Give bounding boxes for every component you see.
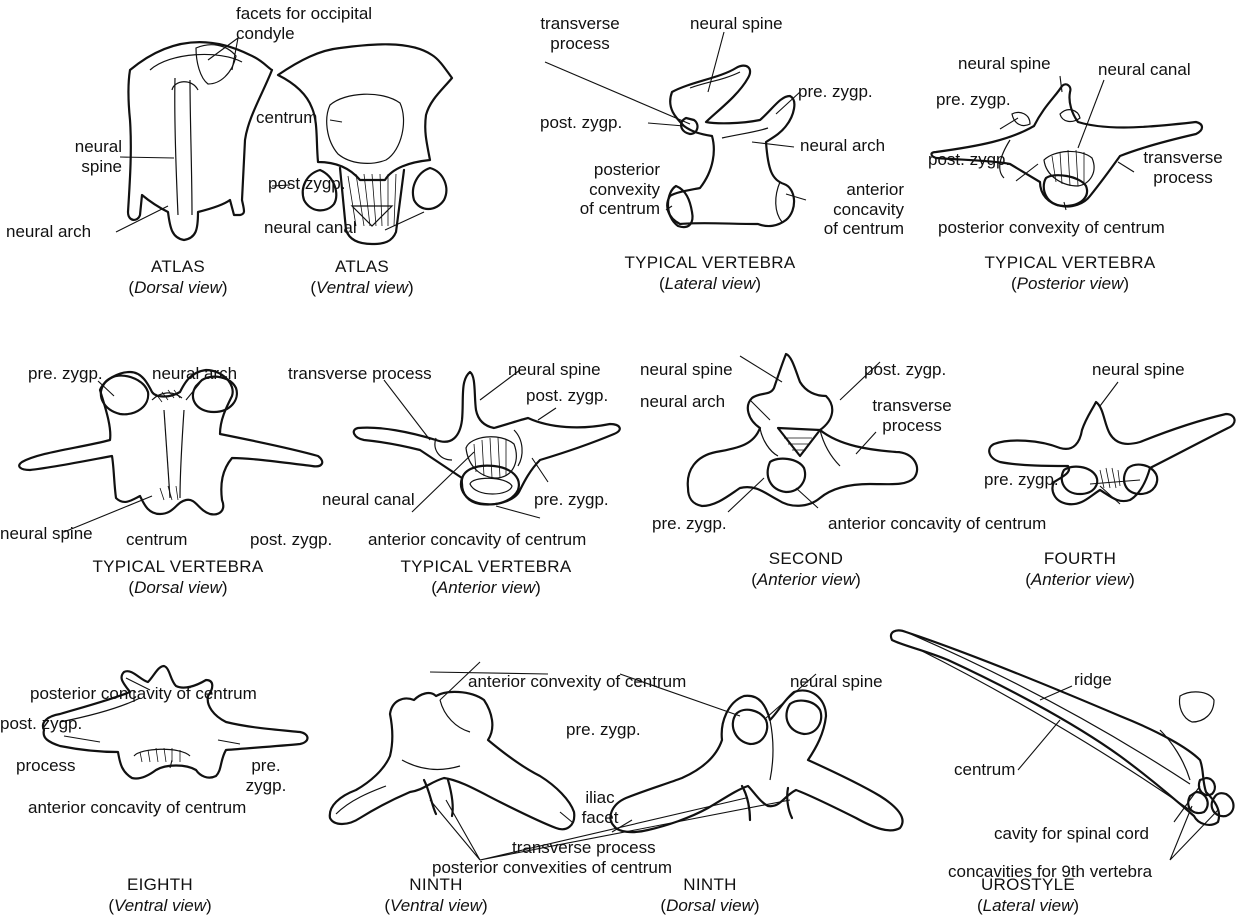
label-fourth-neural-spine: neural spine: [1092, 360, 1185, 380]
typical-dorsal-drawing: [19, 370, 322, 514]
caption-typical-lateral: TYPICAL VERTEBRA(Lateral view): [600, 252, 820, 295]
label-dorsal-pre-zygp: pre. zygp.: [28, 364, 103, 384]
label-second-pre-zygp: pre. zygp.: [652, 514, 727, 534]
label-urostyle-ridge: ridge: [1074, 670, 1112, 690]
label-lateral-pre-zygp: pre. zygp.: [798, 82, 873, 102]
label-eighth-posterior-concavity: posterior concavity of centrum: [30, 684, 257, 704]
label-eighth-process: process: [16, 756, 76, 776]
atlas-ventral-drawing: [278, 44, 452, 244]
label-atlas-post-zygp: post zygp.: [268, 174, 346, 194]
caption-second: SECOND(Anterior view): [726, 548, 886, 591]
label-ninth-pre-zygp: pre. zygp.: [566, 720, 641, 740]
ninth-ventral-drawing: [330, 692, 574, 829]
label-urostyle-cavity: cavity for spinal cord: [994, 824, 1149, 844]
urostyle-drawing: [891, 630, 1234, 824]
label-dorsal-post-zygp: post. zygp.: [250, 530, 332, 550]
label-posterior-transverse-process: transverse process: [1128, 148, 1238, 187]
label-atlas-neural-canal: neural canal: [264, 218, 357, 238]
label-second-post-zygp: post. zygp.: [864, 360, 946, 380]
label-anterior-neural-spine: neural spine: [508, 360, 601, 380]
caption-typical-posterior: TYPICAL VERTEBRA(Posterior view): [960, 252, 1180, 295]
label-anterior-concavity: anterior concavity of centrum: [368, 530, 586, 550]
label-lateral-transverse-process: transverse process: [530, 14, 630, 53]
label-fourth-pre-zygp: pre. zygp.: [984, 470, 1059, 490]
label-lateral-anterior-concavity: anterior concavity of centrum: [800, 180, 904, 239]
label-eighth-post-zygp: post. zygp.: [0, 714, 82, 734]
label-dorsal-neural-arch: neural arch: [152, 364, 237, 384]
label-lateral-neural-arch: neural arch: [800, 136, 885, 156]
label-atlas-neural-arch: neural arch: [6, 222, 91, 242]
label-ninth-anterior-convexity: anterior convexity of centrum: [468, 672, 686, 692]
label-posterior-neural-spine: neural spine: [958, 54, 1051, 74]
label-posterior-convexity: posterior convexity of centrum: [938, 218, 1165, 238]
label-ninth-iliac-facet: iliac facet: [570, 788, 630, 827]
label-second-neural-arch: neural arch: [640, 392, 725, 412]
caption-ninth-ventral: NINTH(Ventral view): [366, 874, 506, 917]
label-eighth-pre-zygp: pre. zygp.: [236, 756, 296, 795]
label-atlas-centrum: centrum: [256, 108, 317, 128]
caption-urostyle: UROSTYLE(Lateral view): [958, 874, 1098, 917]
label-dorsal-neural-spine: neural spine: [0, 524, 93, 544]
caption-ninth-dorsal: NINTH(Dorsal view): [640, 874, 780, 917]
label-facets-occipital: facets for occipital condyle: [236, 4, 372, 43]
caption-fourth: FOURTH(Anterior view): [1000, 548, 1160, 591]
atlas-dorsal-drawing: [128, 42, 272, 240]
caption-typical-dorsal: TYPICAL VERTEBRA(Dorsal view): [68, 556, 288, 599]
label-anterior-neural-canal: neural canal: [322, 490, 415, 510]
label-ninth-neural-spine: neural spine: [790, 672, 883, 692]
label-anterior-post-zygp: post. zygp.: [526, 386, 608, 406]
label-ninth-transverse-process: transverse process: [512, 838, 656, 858]
label-posterior-post-zygp: post. zygp.: [928, 150, 1010, 170]
label-lateral-neural-spine: neural spine: [690, 14, 783, 34]
label-second-neural-spine: neural spine: [640, 360, 733, 380]
label-dorsal-centrum: centrum: [126, 530, 187, 550]
ninth-dorsal-drawing: [610, 690, 902, 832]
typical-lateral-drawing: [667, 66, 794, 227]
label-eighth-anterior-concavity: anterior concavity of centrum: [28, 798, 246, 818]
label-posterior-neural-canal: neural canal: [1098, 60, 1191, 80]
label-anterior-transverse-process: transverse process: [288, 364, 432, 384]
caption-typical-anterior: TYPICAL VERTEBRA(Anterior view): [376, 556, 596, 599]
caption-atlas-ventral: ATLAS(Ventral view): [282, 256, 442, 299]
caption-eighth: EIGHTH(Ventral view): [90, 874, 230, 917]
caption-atlas-dorsal: ATLAS(Dorsal view): [98, 256, 258, 299]
label-atlas-neural-spine: neural spine: [52, 137, 122, 176]
label-anterior-pre-zygp: pre. zygp.: [534, 490, 609, 510]
label-second-anterior-concavity: anterior concavity of centrum: [828, 514, 1046, 534]
label-urostyle-centrum: centrum: [954, 760, 1015, 780]
label-second-transverse-process: transverse process: [862, 396, 962, 435]
label-posterior-pre-zygp: pre. zygp.: [936, 90, 1011, 110]
label-lateral-posterior-convexity: posterior convexity of centrum: [530, 160, 660, 219]
label-lateral-post-zygp: post. zygp.: [540, 113, 622, 133]
leader-lines: [64, 32, 1218, 860]
